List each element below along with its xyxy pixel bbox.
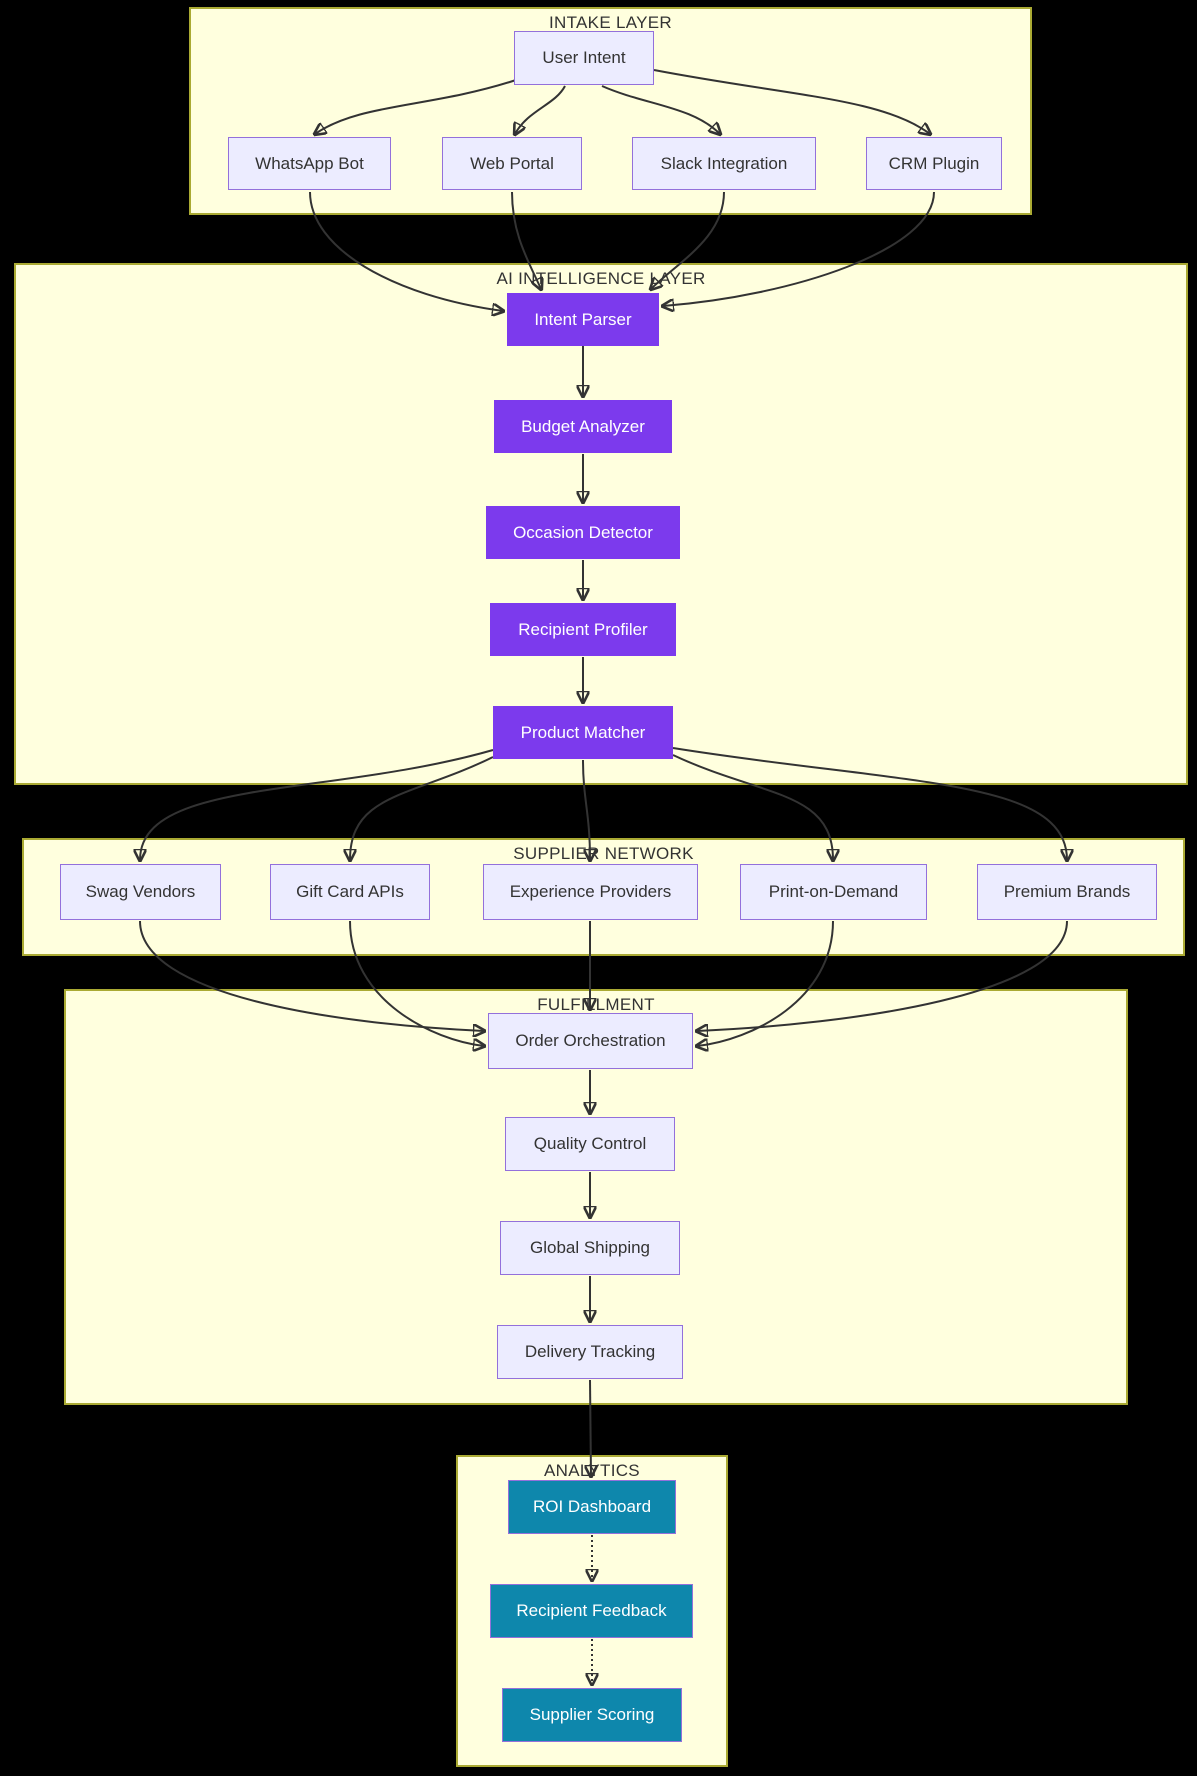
node-web-portal: Web Portal [442,137,582,190]
edge-user-intent-slack-integration [601,85,720,134]
edge-print-on-demand-order-orchestration [697,920,834,1046]
edge-delivery-tracking-roi-dashboard [590,1379,591,1476]
node-order-orchestration: Order Orchestration [488,1013,693,1069]
layer-ai-intelligence: AI INTELLIGENCE LAYER [14,263,1188,785]
edge-whatsapp-bot-intent-parser [309,191,503,311]
node-quality-control: Quality Control [505,1117,675,1171]
node-whatsapp-bot: WhatsApp Bot [228,137,391,190]
edge-user-intent-crm-plugin [653,69,930,134]
node-experience-providers: Experience Providers [483,864,698,920]
node-recipient-profiler: Recipient Profiler [490,603,676,656]
node-global-shipping: Global Shipping [500,1221,680,1275]
node-product-matcher: Product Matcher [493,706,673,759]
edge-crm-plugin-intent-parser [663,191,935,306]
edge-product-matcher-swag-vendors [140,749,494,860]
node-gift-card-apis: Gift Card APIs [270,864,430,920]
edge-product-matcher-print-on-demand [672,754,833,860]
node-occasion-detector: Occasion Detector [486,506,680,559]
edge-user-intent-web-portal [515,85,566,134]
node-user-intent: User Intent [514,31,654,85]
edge-product-matcher-premium-brands [672,747,1067,860]
edge-gift-card-apis-order-orchestration [349,920,484,1046]
edge-swag-vendors-order-orchestration [139,920,484,1031]
edge-product-matcher-gift-card-apis [350,756,494,860]
node-delivery-tracking: Delivery Tracking [497,1325,683,1379]
edge-slack-integration-intent-parser [651,191,725,289]
node-roi-dashboard: ROI Dashboard [508,1480,676,1534]
layer-intake-title: INTAKE LAYER [549,13,672,32]
edge-user-intent-whatsapp-bot [315,79,517,134]
node-crm-plugin: CRM Plugin [866,137,1002,190]
node-intent-parser: Intent Parser [507,293,659,346]
edge-premium-brands-order-orchestration [697,920,1068,1031]
node-premium-brands: Premium Brands [977,864,1157,920]
node-budget-analyzer: Budget Analyzer [494,400,672,453]
node-supplier-scoring: Supplier Scoring [502,1688,682,1742]
node-slack-integration: Slack Integration [632,137,816,190]
edge-web-portal-intent-parser [511,191,541,289]
node-swag-vendors: Swag Vendors [60,864,221,920]
node-recipient-feedback: Recipient Feedback [490,1584,693,1638]
node-print-on-demand: Print-on-Demand [740,864,927,920]
layer-supplier-network-title: SUPPLIER NETWORK [513,844,694,863]
edge-product-matcher-experience-providers [582,759,590,860]
